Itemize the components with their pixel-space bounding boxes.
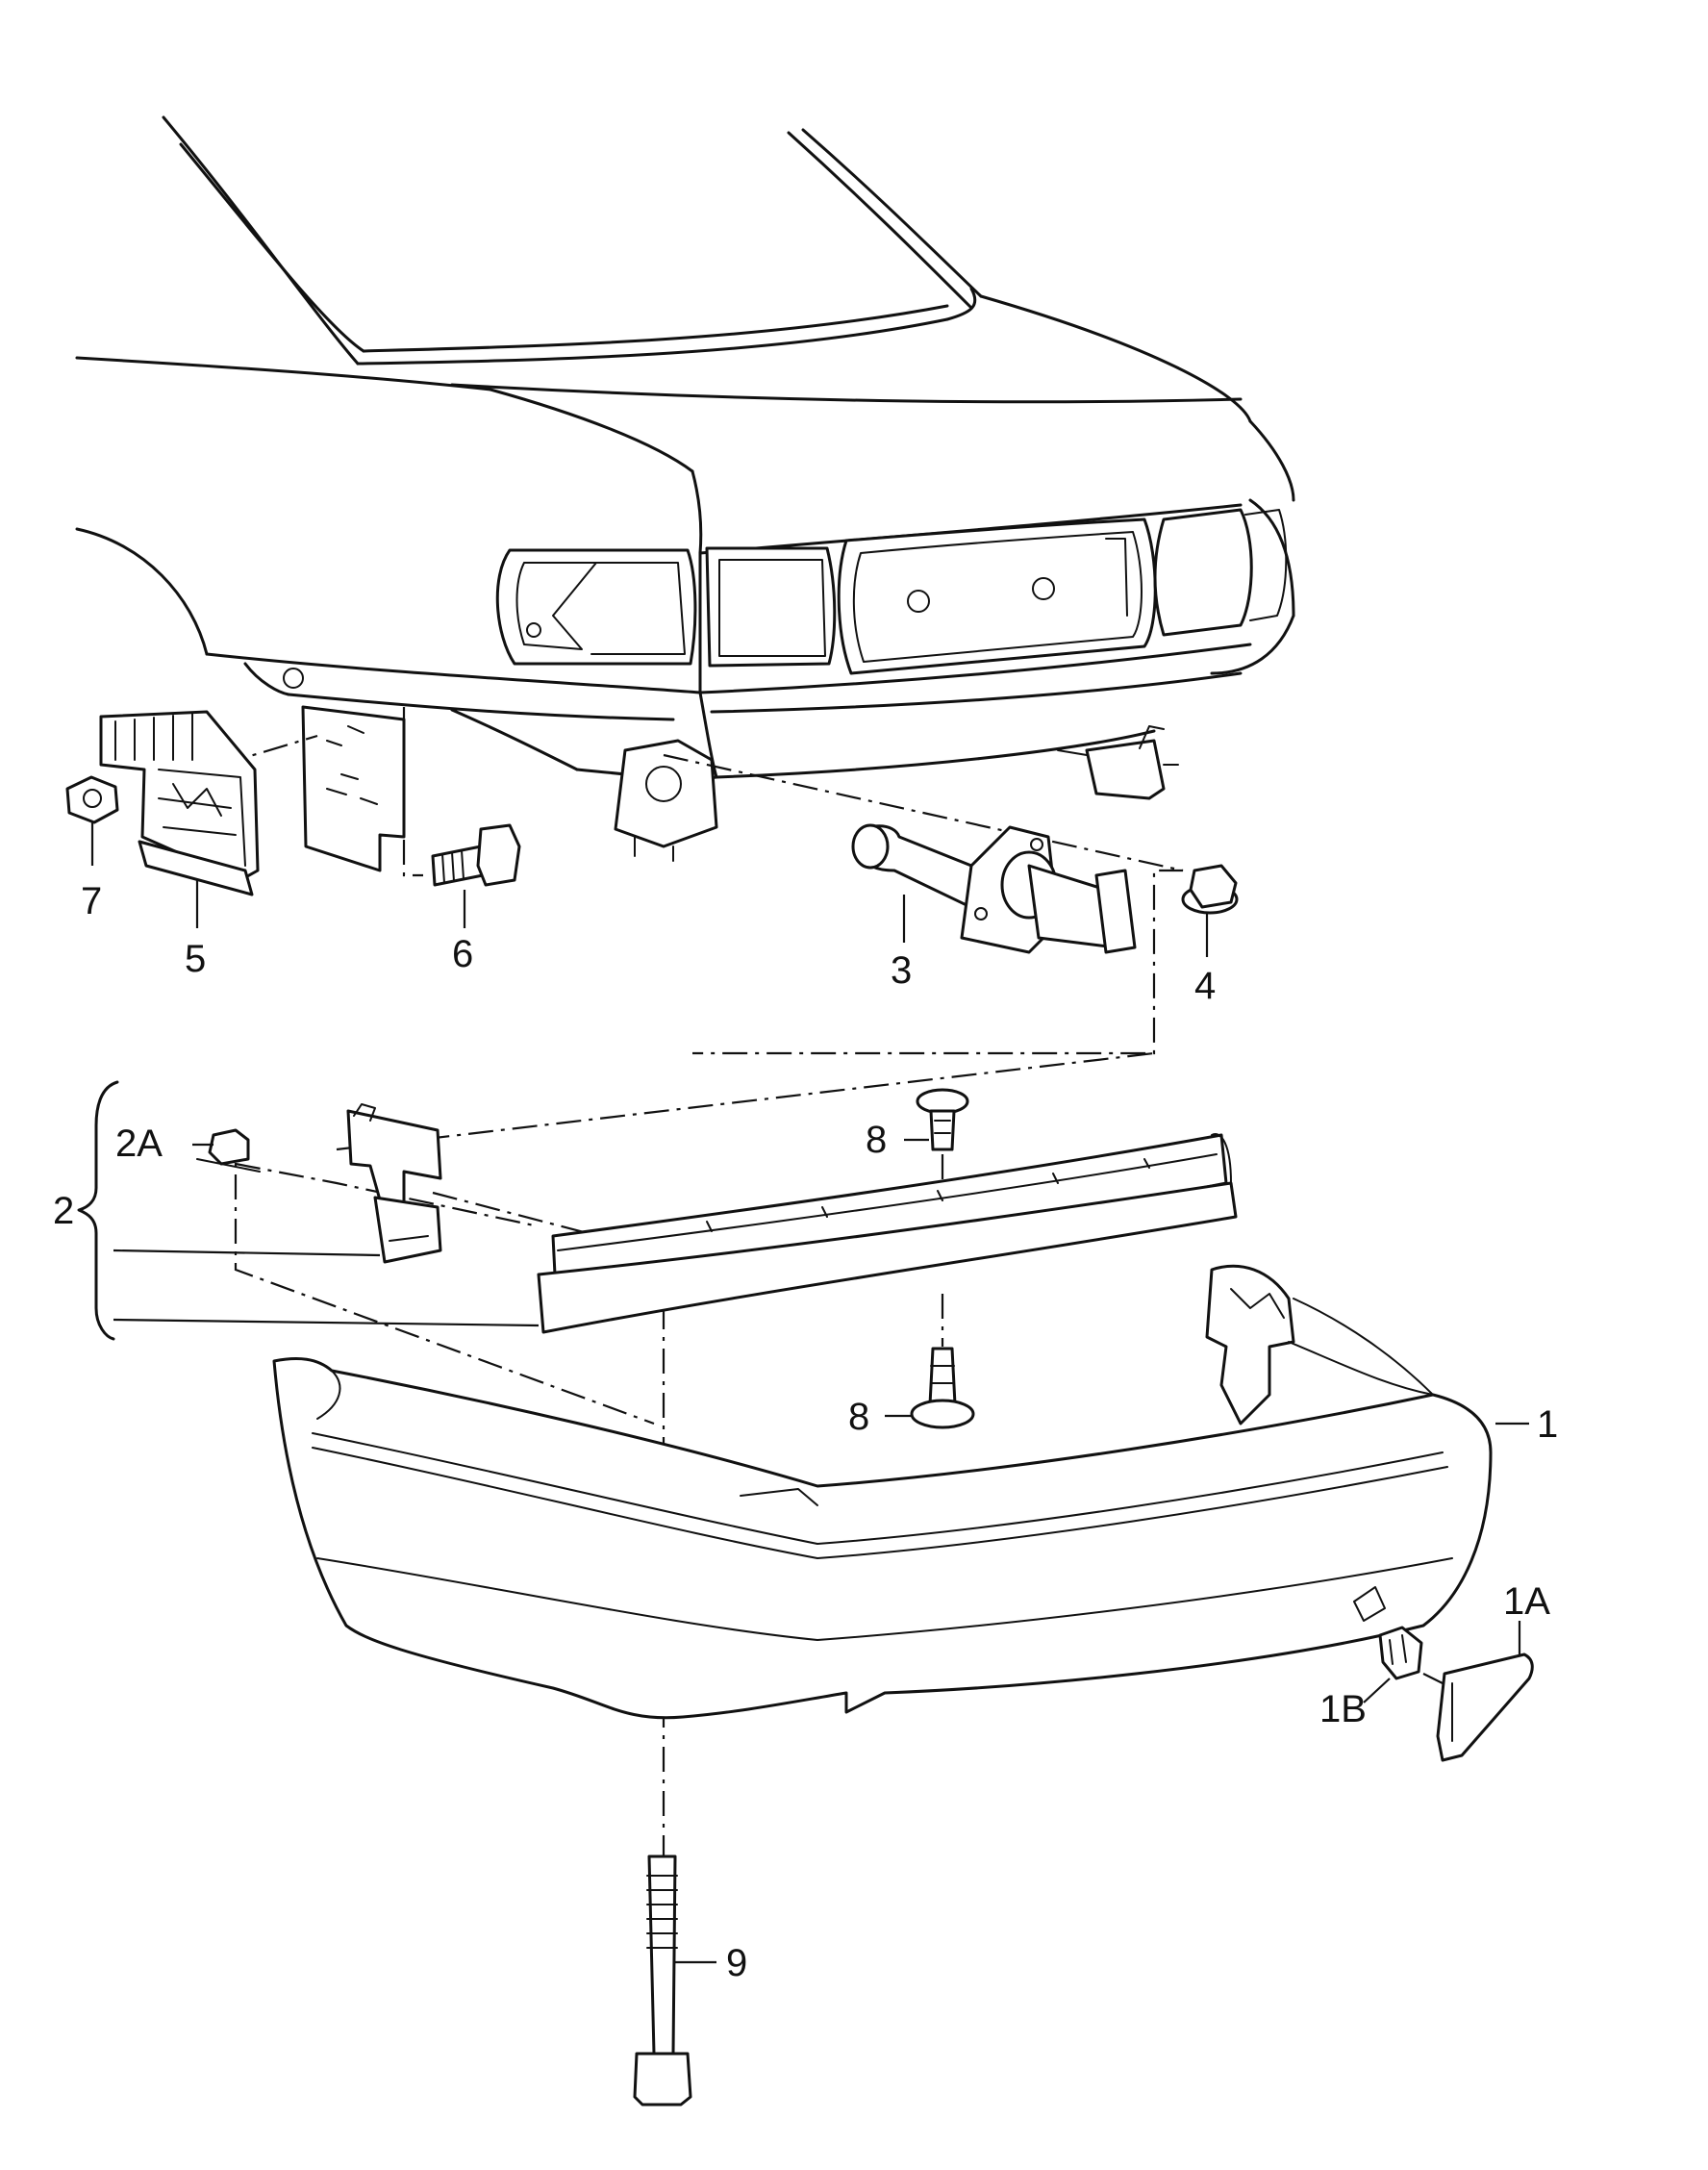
callout-4: 4 [1194, 965, 1216, 1007]
part-3-impact-absorber [851, 823, 1137, 954]
callout-8-upper: 8 [866, 1119, 887, 1161]
part-4-flange-nut [1181, 864, 1239, 957]
part-7-hex-nut [65, 775, 119, 866]
callout-1b: 1B [1319, 1688, 1367, 1730]
car-body-rear [75, 115, 1295, 872]
group-2-brace [77, 1080, 540, 1341]
callout-labels: 1 1A 1B 2 2A 3 4 5 6 7 8 8 9 [53, 880, 1558, 1984]
callout-3: 3 [891, 949, 912, 992]
callout-9: 9 [726, 1942, 747, 1984]
callout-2a: 2A [115, 1123, 163, 1165]
part-6-hex-bolt [431, 823, 521, 928]
callout-7: 7 [81, 880, 102, 922]
impact-bar [537, 1133, 1238, 1334]
part-1-bumper-cover [272, 1264, 1529, 1720]
part-9-long-bolt [633, 1855, 716, 2107]
part-5-guide-bracket [99, 710, 260, 928]
callout-2: 2 [53, 1190, 74, 1232]
part-8-clip-upper [904, 1088, 969, 1151]
part-2-mounting-bracket [346, 1103, 442, 1264]
callout-5: 5 [185, 938, 206, 980]
part-1a-tow-eye-cap [1436, 1621, 1534, 1762]
part-2a-clip-nut [192, 1128, 261, 1173]
callout-1a: 1A [1503, 1580, 1550, 1623]
part-8-clip-lower [885, 1347, 975, 1429]
callout-6: 6 [452, 933, 473, 975]
part-1b-retaining-clip [1363, 1626, 1423, 1703]
callout-1: 1 [1537, 1403, 1558, 1446]
callout-8-lower: 8 [848, 1396, 869, 1438]
